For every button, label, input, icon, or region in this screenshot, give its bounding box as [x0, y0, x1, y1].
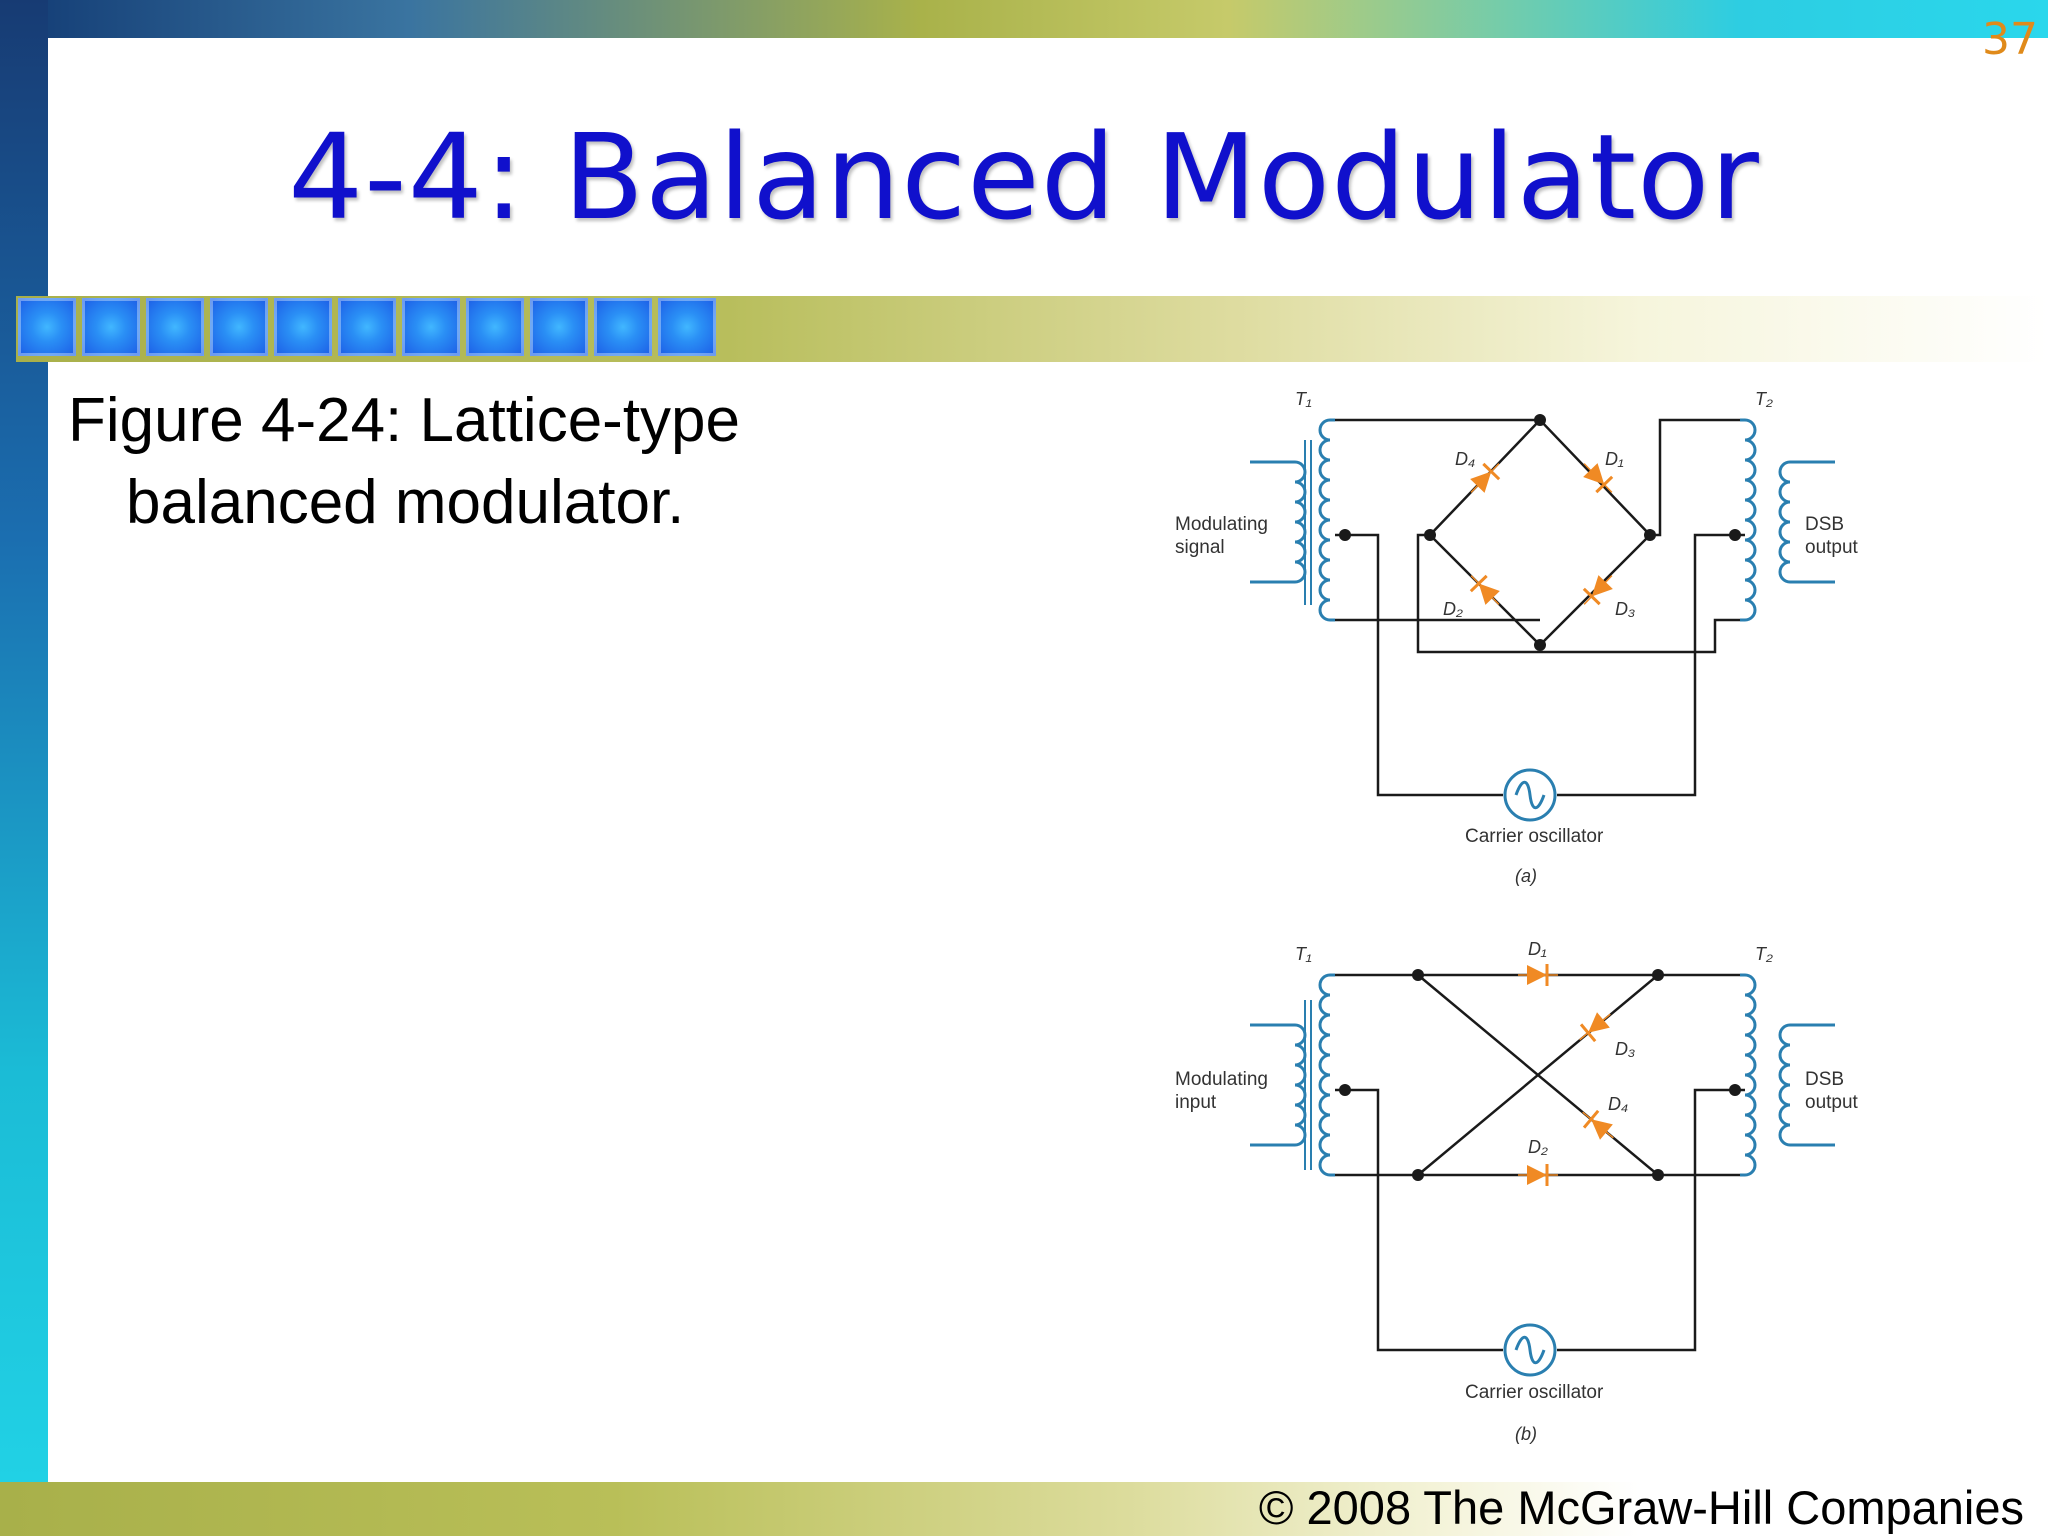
decorative-square	[274, 298, 332, 356]
t2-label-a: T₂	[1755, 389, 1773, 409]
d2-label-b: D₂	[1528, 1137, 1548, 1157]
t2-output-coil-a	[1778, 460, 1835, 584]
bottom-gradient-bar	[0, 1482, 2048, 1536]
slide-title: 4-4: Balanced Modulator	[288, 108, 1760, 246]
diode-d2-b	[1516, 1162, 1560, 1188]
output-label-b-line1: DSB	[1805, 1069, 1844, 1090]
diode-d1-b	[1516, 962, 1560, 988]
caption-line-2: balanced modulator.	[126, 468, 685, 537]
d4-label-b: D₄	[1608, 1094, 1628, 1114]
output-label-a-line2: output	[1805, 537, 1859, 558]
t2-output-coil-b	[1778, 1023, 1835, 1147]
input-label-a-line2: signal	[1175, 537, 1225, 558]
t1-secondary-coil-b	[1318, 973, 1335, 1177]
t1-label-b: T₁	[1295, 944, 1312, 964]
decorative-squares	[18, 298, 722, 360]
circuit-part-a: T₁ T₂ D₄ D₁ D₂ D₃ Modulating signal DSB …	[1175, 389, 1859, 886]
decorative-square	[18, 298, 76, 356]
t2-primary-coil-b	[1740, 973, 1757, 1177]
circuit-part-b: T₁ T₂ D₁ D₂ D₃ D₄ Modulating input DSB o…	[1175, 939, 1859, 1444]
d3-label-a: D₃	[1615, 599, 1635, 619]
caption-line-1: Figure 4-24: Lattice-type	[68, 386, 741, 455]
d1-label-a: D₁	[1605, 449, 1624, 469]
decorative-square	[594, 298, 652, 356]
part-a-sublabel: (a)	[1515, 866, 1537, 886]
decorative-square	[402, 298, 460, 356]
slide-content-area	[48, 38, 2048, 1482]
t1-label-a: T₁	[1295, 389, 1312, 409]
decorative-square	[338, 298, 396, 356]
t1-secondary-coil-a	[1318, 418, 1335, 622]
t1-primary-coil-a	[1250, 460, 1307, 584]
left-gradient-bar	[0, 0, 48, 1536]
t2-primary-coil-a	[1740, 418, 1757, 622]
decorative-square	[658, 298, 716, 356]
decorative-square	[466, 298, 524, 356]
input-label-a-line1: Modulating	[1175, 514, 1268, 535]
figure-caption: Figure 4-24: Lattice-type balanced modul…	[68, 380, 868, 544]
oscillator-label-a: Carrier oscillator	[1465, 826, 1604, 847]
output-label-a-line1: DSB	[1805, 514, 1844, 535]
d4-label-a: D₄	[1455, 449, 1475, 469]
d1-label-b: D₁	[1528, 939, 1547, 959]
t1-primary-coil-b	[1250, 1023, 1307, 1147]
oscillator-label-b: Carrier oscillator	[1465, 1382, 1604, 1403]
decorative-square	[146, 298, 204, 356]
top-gradient-bar	[0, 0, 2048, 38]
d3-label-b: D₃	[1615, 1039, 1635, 1059]
decorative-square	[530, 298, 588, 356]
input-label-b-line2: input	[1175, 1092, 1217, 1113]
input-label-b-line1: Modulating	[1175, 1069, 1268, 1090]
part-b-sublabel: (b)	[1515, 1424, 1537, 1444]
balanced-modulator-circuit: T₁ T₂ D₄ D₁ D₂ D₃ Modulating signal DSB …	[1175, 389, 1859, 1444]
decorative-square	[82, 298, 140, 356]
d2-label-a: D₂	[1443, 599, 1463, 619]
decorative-square	[210, 298, 268, 356]
page-number: 37	[1982, 14, 2038, 65]
copyright-notice: © 2008 The McGraw-Hill Companies	[1258, 1481, 2024, 1534]
diode-d3-a	[1574, 566, 1622, 614]
output-label-b-line2: output	[1805, 1092, 1859, 1113]
t2-label-b: T₂	[1755, 944, 1773, 964]
